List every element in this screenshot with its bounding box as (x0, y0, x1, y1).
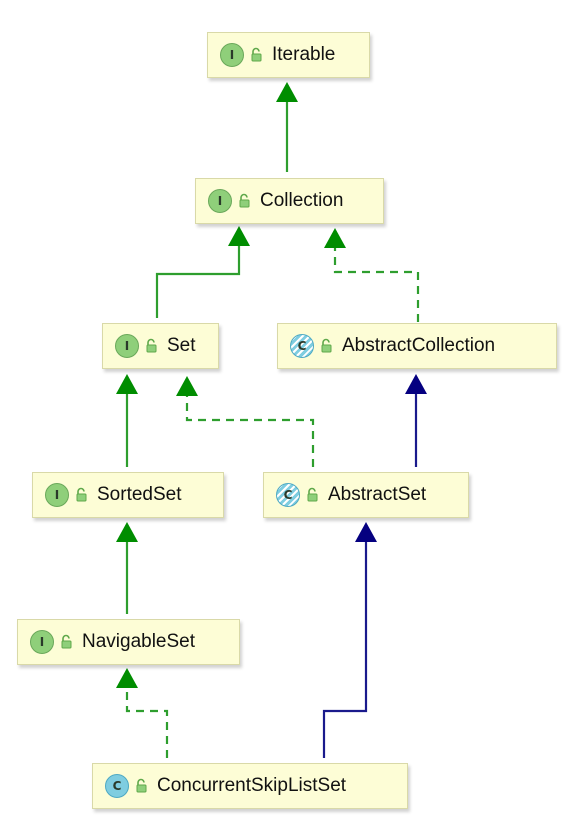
interface-icon: I (30, 630, 54, 654)
node-navigable-set[interactable]: I NavigableSet (17, 619, 240, 665)
edge-abstractset-implements-set (185, 392, 315, 467)
interface-icon: I (208, 189, 232, 213)
interface-icon: I (115, 334, 139, 358)
abstract-class-icon: C (276, 483, 300, 507)
node-iterable[interactable]: I Iterable (207, 32, 370, 78)
unlock-icon (136, 778, 147, 793)
unlock-icon (76, 487, 87, 502)
node-abstract-collection[interactable]: C AbstractCollection (277, 323, 557, 369)
arrowhead-abstractset (355, 522, 377, 542)
edge-abstractcollection-implements-collection (333, 240, 420, 322)
unlock-icon (61, 634, 72, 649)
interface-icon: I (45, 483, 69, 507)
arrowhead-navigableset (116, 668, 138, 688)
edge-concurrentskiplistset-extends-abstractset (322, 532, 368, 758)
node-label: AbstractSet (328, 484, 427, 505)
arrowhead-set-left (116, 374, 138, 394)
unlock-icon (146, 338, 157, 353)
edge-concurrentskiplistset-implements-navigableset (125, 686, 169, 758)
arrowhead-collection-right (324, 228, 346, 248)
node-concurrent-skip-list-set[interactable]: C ConcurrentSkipListSet (92, 763, 408, 809)
arrowhead-collection-left (228, 226, 250, 246)
node-set[interactable]: I Set (102, 323, 219, 369)
node-label: SortedSet (97, 484, 182, 505)
node-collection[interactable]: I Collection (195, 178, 384, 224)
interface-icon: I (220, 43, 244, 67)
edge-set-extends-collection (155, 230, 241, 318)
arrowhead-iterable (276, 82, 298, 102)
abstract-class-icon: C (290, 334, 314, 358)
arrowhead-set-right (176, 376, 198, 396)
node-label: ConcurrentSkipListSet (157, 775, 347, 796)
unlock-icon (307, 487, 318, 502)
arrowhead-sortedset (116, 522, 138, 542)
arrowhead-abstractcollection (405, 374, 427, 394)
unlock-icon (251, 47, 262, 62)
node-label: Collection (260, 190, 344, 211)
node-abstract-set[interactable]: C AbstractSet (263, 472, 469, 518)
node-sorted-set[interactable]: I SortedSet (32, 472, 224, 518)
class-icon: C (105, 774, 129, 798)
node-label: Iterable (272, 44, 336, 65)
unlock-icon (321, 338, 332, 353)
node-label: NavigableSet (82, 631, 196, 652)
node-label: Set (167, 335, 196, 356)
node-label: AbstractCollection (342, 335, 496, 356)
unlock-icon (239, 193, 250, 208)
